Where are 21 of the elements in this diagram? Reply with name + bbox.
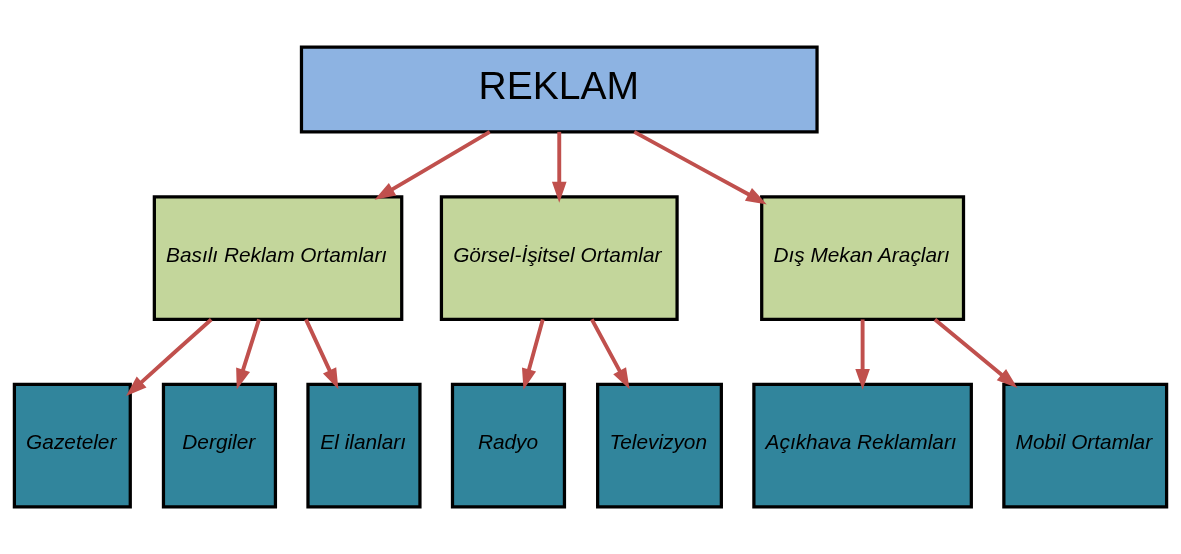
arrow <box>236 318 261 390</box>
arrow <box>374 130 491 200</box>
node-box: Gazeteler <box>12 382 132 509</box>
arrow <box>521 318 545 390</box>
node-box: Görsel-İşitsel Ortamlar <box>439 195 679 321</box>
arrow <box>304 318 339 390</box>
node-box: El ilanları <box>306 382 422 509</box>
arrow <box>590 318 630 390</box>
node-box: Radyo <box>450 382 567 509</box>
node-box: Televizyon <box>596 382 723 509</box>
node-box: Basılı Reklam Ortamları <box>152 195 404 321</box>
node-box: Dış Mekan Araçları <box>760 195 966 321</box>
arrow <box>126 318 213 396</box>
arrow <box>855 319 870 390</box>
arrow <box>633 130 767 205</box>
node-box: Mobil Ortamlar <box>1002 382 1169 509</box>
arrow <box>551 131 567 203</box>
node-box: REKLAM <box>299 45 819 134</box>
node-box: Açıkhava Reklamları <box>752 382 973 509</box>
node-box: Dergiler <box>161 382 278 509</box>
arrow <box>933 317 1018 389</box>
